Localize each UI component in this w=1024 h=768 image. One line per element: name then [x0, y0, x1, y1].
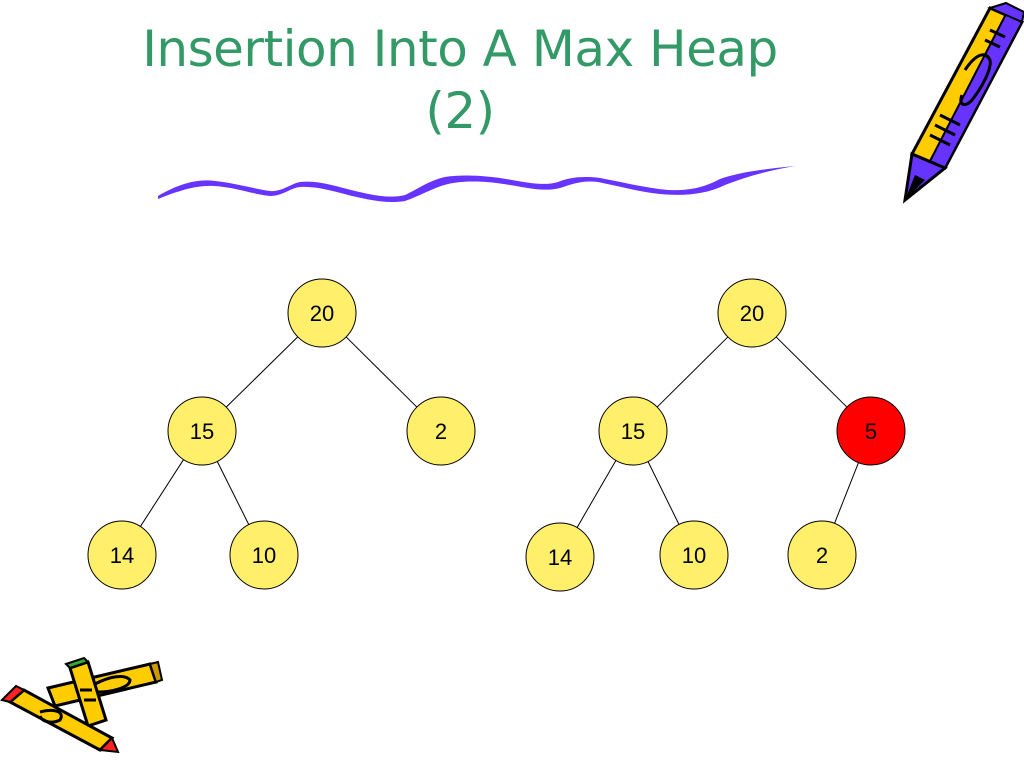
heap-node-circle	[406, 396, 476, 466]
heap-node-label: 14	[548, 545, 572, 570]
pencil-icon-shape	[902, 1, 1024, 204]
heap-node-a14: 14	[87, 520, 157, 590]
slide-title: Insertion Into A Max Heap (2)	[60, 18, 860, 142]
tree-edge-b5-b2	[834, 462, 859, 524]
tree-edge-b20-b5	[775, 336, 848, 408]
heap-node-label: 20	[310, 301, 334, 326]
heap-node-circle	[598, 396, 668, 466]
heap-node-label: 10	[682, 543, 706, 568]
heap-node-circle	[836, 396, 906, 466]
edges-layer	[140, 336, 859, 528]
tree-edge-b20-b15	[656, 336, 729, 408]
heap-node-circle	[87, 520, 157, 590]
heap-node-b14: 14	[525, 522, 595, 592]
heap-node-a20: 20	[287, 278, 357, 348]
heap-node-label: 20	[740, 301, 764, 326]
heap-node-label: 5	[865, 419, 877, 444]
heap-node-circle	[787, 520, 857, 590]
tree-edge-a20-a15	[225, 336, 299, 408]
heap-node-label: 14	[110, 543, 134, 568]
tree-edge-a20-a2	[345, 336, 418, 408]
heap-node-b10: 10	[659, 520, 729, 590]
heap-node-circle	[229, 520, 299, 590]
heap-node-label: 2	[816, 543, 828, 568]
heap-node-circle	[287, 278, 357, 348]
heap-node-circle	[659, 520, 729, 590]
heap-node-b2: 2	[787, 520, 857, 590]
heap-node-label: 15	[621, 419, 645, 444]
heap-node-circle	[717, 278, 787, 348]
heap-node-label: 10	[252, 543, 276, 568]
heap-node-label: 2	[435, 419, 447, 444]
heap-node-a10: 10	[229, 520, 299, 590]
tree-edge-b15-b10	[647, 461, 680, 525]
heap-node-a15: 15	[167, 396, 237, 466]
heap-node-label: 15	[190, 419, 214, 444]
tree-edge-a15-a14	[140, 459, 184, 527]
heap-node-a2: 2	[406, 396, 476, 466]
title-line-2: (2)	[425, 82, 495, 140]
title-line-1: Insertion Into A Max Heap	[142, 20, 778, 78]
tree-edge-b15-b14	[576, 460, 617, 528]
heap-node-circle	[167, 396, 237, 466]
nodes-layer: 20 15 2 14 10 20 15 5 14 10 2	[87, 278, 906, 592]
heap-node-b20: 20	[717, 278, 787, 348]
heap-node-b15: 15	[598, 396, 668, 466]
heap-node-b5: 5	[836, 396, 906, 466]
heap-node-circle	[525, 522, 595, 592]
tree-edge-a15-a10	[216, 461, 250, 525]
